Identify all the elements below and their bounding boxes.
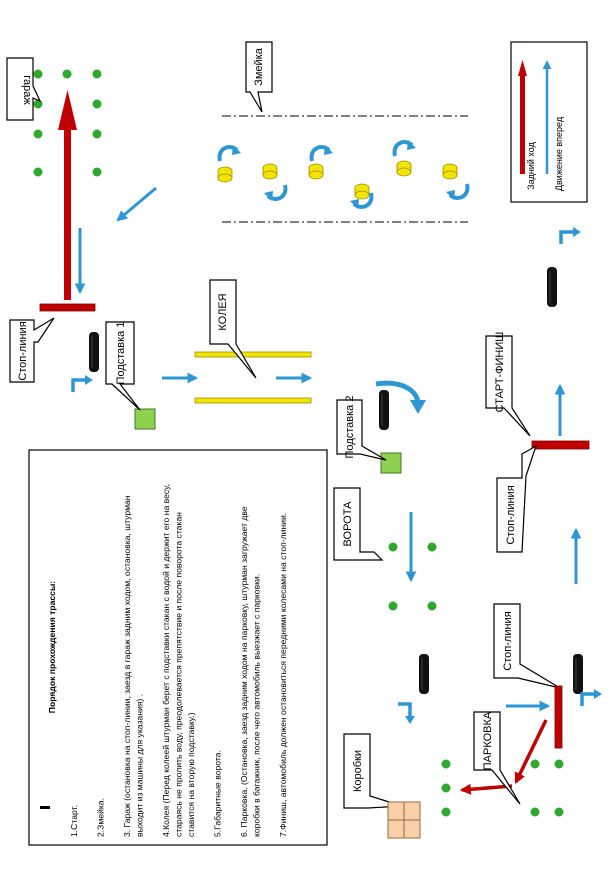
boxes-callout: Коробки: [343, 733, 403, 809]
rules-item: 3. Гараж (остановка на стоп-линии, заезд…: [122, 495, 145, 837]
reverse-arrow-parking-2: [459, 783, 513, 795]
stop-line-2-bar: [554, 685, 563, 749]
support-2-box: [380, 452, 402, 474]
snake-cones: [217, 160, 458, 200]
rules-box: [28, 449, 328, 846]
rules-item: 4.Колея (Перед колеей штурман берет с по…: [161, 484, 196, 837]
tire-1: [88, 331, 100, 373]
snake-boundaries: [222, 115, 468, 223]
parking-callout: ПАРКОВКА: [473, 711, 521, 805]
legend-forward-label: Движение вперед: [554, 116, 564, 191]
tire-5: [572, 653, 584, 695]
garage-cones: [33, 69, 102, 177]
track-label: КОЛЕЯ: [217, 293, 229, 330]
forward-arrow-to-garage: [116, 186, 157, 222]
reverse-arrow-garage: [58, 90, 77, 300]
stop-line-2-label: Стоп-линия: [502, 611, 514, 670]
snake-curved-arrows: [217, 138, 470, 211]
track-callout: КОЛЕЯ: [209, 279, 257, 379]
legend-reverse-label: Задний ход: [526, 141, 536, 189]
rules-item: 7.Финиш, автомобиль должен остановиться …: [278, 513, 288, 837]
rules-item: 6. Парковка. (Остановка, заезд задним хо…: [239, 506, 262, 837]
support-2-callout: Подставка 2: [336, 396, 387, 461]
forward-turn-arrow-4: [580, 687, 604, 708]
gate-callout: ВОРОТА: [333, 487, 384, 561]
tire-4: [418, 653, 430, 695]
rules-item: 2.Змейка.: [96, 798, 106, 837]
tire-2: [378, 389, 390, 431]
garage-callout: гараж: [6, 57, 42, 121]
rules-title: Порядок прохождения трассы:: [47, 581, 57, 713]
rules-text: Порядок прохождения трассы: 1.Старт. 2.Зм…: [47, 484, 288, 837]
boxes: [387, 801, 421, 839]
rules-items: 1.Старт. 2.Змейка. 3. Гараж (остановка на …: [69, 484, 288, 837]
support-1-callout: Подставка 1: [105, 321, 141, 411]
forward-turn-arrow-1: [71, 373, 95, 394]
rules-marker: [40, 806, 50, 809]
start-finish-bar: [531, 440, 590, 450]
support-2-label: Подставка 2: [344, 396, 356, 459]
parking-cones: [441, 759, 564, 817]
rules-item: 5.Габаритные ворота.: [213, 750, 223, 837]
start-finish-callout: СТАРТ-ФИНИШ: [485, 332, 531, 437]
stop-line-1-label: Стоп-линия: [17, 321, 29, 380]
forward-turn-arrow-2: [559, 225, 583, 246]
snake-label: Змейка: [253, 47, 265, 86]
tire-3: [546, 266, 558, 308]
parking-label: ПАРКОВКА: [482, 711, 494, 770]
garage-label: гараж: [21, 75, 33, 105]
rules-item: 1.Старт.: [69, 805, 79, 837]
gate-cones: [388, 542, 437, 611]
snake-callout: Змейка: [245, 41, 273, 113]
support-1-box: [134, 408, 156, 430]
forward-u-turn-arrow: [375, 380, 426, 414]
stop-line-1-callout: Стоп-линия: [9, 317, 55, 383]
support-1-label: Подставка 1: [115, 322, 127, 385]
stop-line-3-callout: Стоп-линия: [496, 444, 538, 553]
forward-turn-arrow-3: [396, 702, 417, 726]
stop-line-3-label: Стоп-линия: [505, 485, 517, 544]
start-finish-label: СТАРТ-ФИНИШ: [494, 332, 506, 413]
boxes-label: Коробки: [352, 750, 364, 792]
legend: Задний ход Движение вперед: [510, 41, 588, 203]
stop-line-1-bar: [39, 303, 96, 312]
gate-label: ВОРОТА: [342, 501, 354, 547]
track-rails: [194, 351, 312, 404]
reverse-arrow-parking-1: [514, 719, 548, 785]
stop-line-2-callout: Стоп-линия: [493, 603, 561, 689]
